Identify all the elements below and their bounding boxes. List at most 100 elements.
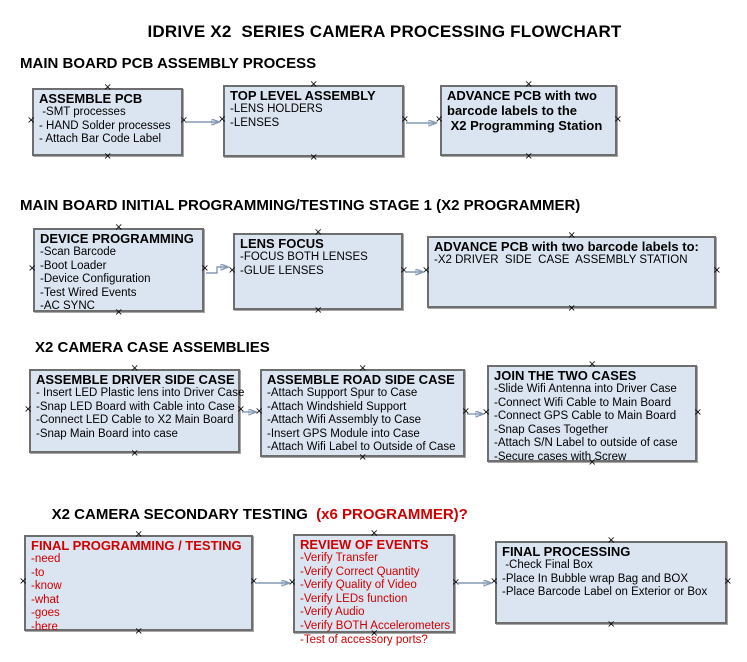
box-text-line: LENS FOCUS bbox=[240, 236, 324, 251]
anchor-x-icon: × bbox=[236, 404, 245, 415]
box-text-line: -LENS HOLDERS bbox=[230, 103, 323, 115]
box-assemble-road-side-case[interactable]: ASSEMBLE ROAD SIDE CASE -Attach Support … bbox=[255, 364, 470, 463]
box-text-line: -need bbox=[31, 553, 61, 565]
box-text-line: barcode labels to the bbox=[447, 103, 578, 118]
box-text-line: -Attach Wifi Label to Outside of Case bbox=[267, 441, 456, 454]
section-header-secondary-testing: X2 CAMERA SECONDARY TESTING (x6 PROGRAMM… bbox=[35, 489, 468, 540]
box-title: JOIN THE TWO CASES bbox=[494, 368, 692, 383]
box-text-line: -Check Final Box bbox=[502, 559, 593, 571]
anchor-x-icon: × bbox=[19, 576, 28, 587]
box-assemble-pcb[interactable]: ASSEMBLE PCB -SMT processes- HAND Solder… bbox=[27, 83, 188, 162]
box-text-line: -FOCUS BOTH LENSES bbox=[240, 251, 368, 263]
anchor-x-icon: × bbox=[358, 452, 367, 463]
anchor-x-icon: × bbox=[309, 152, 318, 163]
box-title: FINAL PROCESSING bbox=[502, 544, 722, 559]
box-text-line: X2 Programming Station bbox=[447, 118, 603, 133]
anchor-x-icon: × bbox=[179, 115, 188, 126]
box-text-line: -Attach Wifi Assembly to Case bbox=[267, 414, 422, 427]
section-header-case-assemblies: X2 CAMERA CASE ASSEMBLIES bbox=[35, 339, 270, 356]
box-text-line: -Connect LED Cable to X2 Main Board bbox=[36, 414, 234, 427]
anchor-x-icon: × bbox=[567, 303, 576, 314]
anchor-x-icon: × bbox=[400, 114, 409, 125]
box-text-line: -Attach Windshield Support bbox=[267, 400, 407, 413]
anchor-x-icon: × bbox=[451, 576, 460, 588]
box-items: -SMT processes- HAND Solder processes- A… bbox=[39, 106, 178, 147]
box-text-line: -Test of accessory ports? bbox=[300, 633, 428, 646]
box-join-the-two-cases[interactable]: JOIN THE TWO CASES -Slide Wifi Antenna i… bbox=[482, 360, 702, 468]
box-device-programming[interactable]: DEVICE PROGRAMMING -Scan Barcode-Boot Lo… bbox=[28, 223, 209, 318]
box-items: -LENS HOLDERS-LENSES bbox=[230, 103, 399, 130]
box-text-line: -Scan Barcode bbox=[40, 246, 117, 258]
box-text-line: -Connect GPS Cable to Main Board bbox=[494, 410, 677, 423]
anchor-x-icon: × bbox=[613, 113, 622, 125]
box-text-line: -Boot Loader bbox=[40, 259, 107, 272]
box-text-line: -know bbox=[31, 580, 62, 593]
anchor-x-icon: × bbox=[130, 448, 139, 459]
box-text-line: -Verify Quality of Video bbox=[300, 579, 417, 592]
anchor-x-icon: × bbox=[712, 265, 721, 276]
box-text-line: -X2 DRIVER SIDE CASE ASSEMBLY STATION bbox=[434, 254, 688, 266]
anchor-x-icon: × bbox=[524, 151, 533, 162]
box-title: LENS FOCUS bbox=[240, 236, 398, 251]
box-assemble-driver-side-case[interactable]: ASSEMBLE DRIVER SIDE CASE - Insert LED P… bbox=[24, 364, 245, 459]
box-text-line: -Verify Audio bbox=[300, 606, 365, 619]
section-header-initial-programming: MAIN BOARD INITIAL PROGRAMMING/TESTING S… bbox=[20, 197, 581, 214]
box-text-line: REVIEW OF EVENTS bbox=[300, 537, 429, 552]
anchor-x-icon: × bbox=[723, 575, 732, 587]
box-text-line: -Snap LED Board with Cable into Case bbox=[36, 400, 235, 413]
box-text-line: -what bbox=[31, 593, 60, 606]
anchor-x-icon: × bbox=[218, 114, 227, 125]
connector-device-to-lensfocus[interactable] bbox=[206, 267, 228, 274]
box-items: -Verify Transfer-Verify Correct Quantity… bbox=[300, 552, 450, 647]
anchor-x-icon: × bbox=[28, 263, 37, 274]
box-text-line: -Verify LEDs function bbox=[300, 592, 408, 605]
box-review-of-events[interactable]: REVIEW OF EVENTS -Verify Transfer-Verify… bbox=[288, 529, 460, 646]
anchor-x-icon: × bbox=[249, 576, 258, 587]
anchor-x-icon: × bbox=[490, 575, 499, 587]
box-title: TOP LEVEL ASSEMBLY bbox=[230, 88, 399, 103]
anchor-x-icon: × bbox=[461, 406, 470, 417]
box-text-line: -Verify Transfer bbox=[300, 552, 378, 564]
box-text-line: -Verify BOTH Accelerometers bbox=[300, 619, 451, 632]
box-advance-pcb-to-driver-side-station[interactable]: ADVANCE PCB with two barcode labels to: … bbox=[422, 231, 721, 314]
box-final-programming-testing[interactable]: FINAL PROGRAMMING / TESTING -need-to-kno… bbox=[19, 530, 258, 637]
box-text-line: -here bbox=[31, 620, 58, 633]
box-items: -Scan Barcode-Boot Loader-Device Configu… bbox=[40, 246, 199, 314]
box-text-line: JOIN THE TWO CASES bbox=[494, 368, 637, 383]
box-title: ASSEMBLE ROAD SIDE CASE bbox=[267, 372, 460, 387]
box-text-line: ADVANCE PCB with two barcode labels to: bbox=[434, 239, 699, 254]
box-text-line: -Attach S/N Label to outside of case bbox=[494, 437, 678, 450]
section-header-secondary-testing-black: X2 CAMERA SECONDARY TESTING bbox=[51, 506, 308, 523]
anchor-x-icon: × bbox=[288, 576, 297, 588]
box-text-line: ADVANCE PCB with two bbox=[447, 88, 597, 103]
box-title: DEVICE PROGRAMMING bbox=[40, 231, 199, 246]
box-final-processing[interactable]: FINAL PROCESSING -Check Final Box-Place … bbox=[490, 536, 732, 630]
box-top-level-assembly[interactable]: TOP LEVEL ASSEMBLY -LENS HOLDERS-LENSES … bbox=[218, 80, 409, 163]
box-title: REVIEW OF EVENTS bbox=[300, 537, 450, 552]
box-text-line: -LENSES bbox=[230, 116, 280, 129]
box-text-line: -SMT processes bbox=[39, 106, 126, 118]
box-items: -Check Final Box-Place In Bubble wrap Ba… bbox=[502, 559, 722, 600]
anchor-x-icon: × bbox=[422, 265, 431, 276]
anchor-x-icon: × bbox=[27, 115, 36, 126]
box-items: -Slide Wifi Antenna into Driver Case-Con… bbox=[494, 383, 692, 465]
box-text-line: FINAL PROCESSING bbox=[502, 544, 631, 559]
box-lens-focus[interactable]: LENS FOCUS -FOCUS BOTH LENSES-GLUE LENSE… bbox=[228, 228, 408, 316]
box-text-line: -AC SYNC bbox=[40, 300, 95, 313]
anchor-x-icon: × bbox=[103, 151, 112, 162]
box-text-line: ASSEMBLE PCB bbox=[39, 91, 143, 106]
box-title: FINAL PROGRAMMING / TESTING bbox=[31, 538, 248, 553]
section-header-pcb-assembly: MAIN BOARD PCB ASSEMBLY PROCESS bbox=[20, 55, 317, 72]
box-title: ASSEMBLE DRIVER SIDE CASE bbox=[36, 372, 235, 387]
box-items: -Attach Support Spur to Case-Attach Wind… bbox=[267, 387, 460, 455]
box-text-line: -goes bbox=[31, 607, 60, 620]
box-text-line: TOP LEVEL ASSEMBLY bbox=[230, 88, 376, 103]
box-text-line: -Place Barcode Label on Exterior or Box bbox=[502, 586, 708, 599]
box-title: ADVANCE PCB with two barcode labels to: bbox=[434, 239, 711, 254]
box-text-line: -Verify Correct Quantity bbox=[300, 565, 420, 578]
anchor-x-icon: × bbox=[399, 264, 408, 276]
box-text-line: -Test Wired Events bbox=[40, 286, 137, 299]
